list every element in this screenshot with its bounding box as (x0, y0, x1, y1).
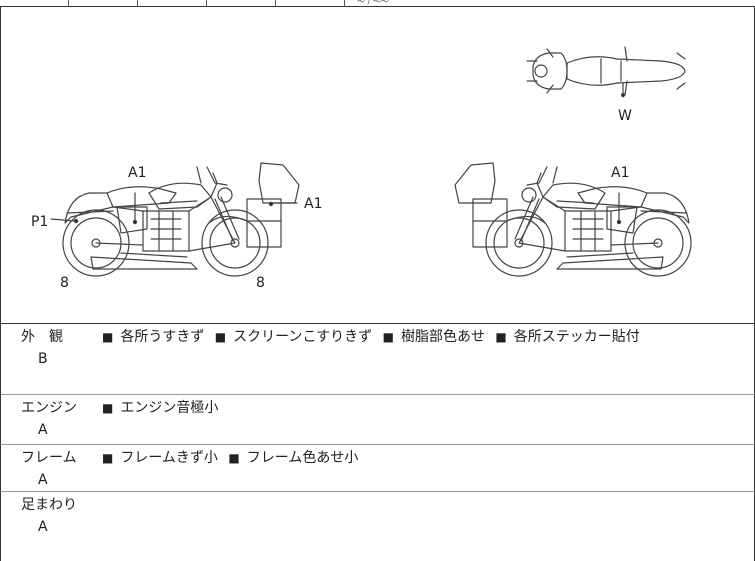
damage-label: P1 (31, 214, 49, 230)
bullet-square-icon: ■ (102, 451, 114, 465)
note-item: エンジン音極小 (120, 400, 219, 416)
note-item: 各所うすきず (120, 329, 205, 345)
damage-label: A1 (611, 165, 630, 181)
tire-label: 8 (256, 275, 265, 291)
section-notes: ■ 各所うすきず ■ スクリーンこすりきず ■ 樹脂部色あせ ■ 各所ステッカー貼付 (102, 328, 646, 346)
section-row-exterior: 外 観 B ■ 各所うすきず ■ スクリーンこすりきず ■ 樹脂部色あせ ■ 各所ステッ… (0, 324, 755, 395)
bullet-square-icon: ■ (102, 401, 114, 415)
damage-label: A1 (128, 165, 147, 181)
section-row-frame: フレーム A ■ フレームきず小 ■ フレーム色あせ小 (0, 445, 755, 492)
section-name: 足まわり (21, 497, 77, 513)
strip-divider (206, 0, 207, 7)
strip-text-fragment: 〜 / 〜〜 (357, 0, 389, 6)
strip-divider (275, 0, 276, 7)
right-side-motorcycle-icon (454, 162, 692, 277)
bullet-square-icon: ■ (214, 330, 227, 344)
motorcycle-diagram-svg (50, 46, 692, 277)
tire-label: 8 (60, 275, 69, 291)
section-grade: B (38, 351, 48, 367)
strip-divider (68, 0, 69, 7)
note-item: 各所ステッカー貼付 (513, 329, 640, 345)
section-notes: ■ フレームきず小 ■ フレーム色あせ小 (102, 449, 364, 467)
section-row-suspension: 足まわり A (0, 492, 755, 561)
strip-divider (137, 0, 138, 7)
section-grade: A (38, 519, 48, 535)
section-name: エンジン (21, 400, 77, 416)
left-side-motorcycle-icon (50, 162, 300, 277)
section-name: フレーム (21, 450, 77, 466)
bullet-square-icon: ■ (102, 330, 114, 344)
bullet-square-icon: ■ (495, 330, 507, 344)
damage-diagram: A1 A1 P1 8 8 A1 W (0, 7, 755, 324)
section-grade: A (38, 422, 48, 438)
strip-divider (344, 0, 345, 7)
section-row-engine: エンジン A ■ エンジン音極小 (0, 395, 755, 445)
section-grade: A (38, 472, 48, 488)
top-table-strip: 〜 / 〜〜 (0, 0, 755, 7)
note-item: スクリーンこすりきず (233, 329, 373, 345)
top-view-motorcycle-icon (526, 46, 686, 98)
damage-label: W (618, 108, 632, 124)
note-item: フレーム色あせ小 (246, 450, 359, 466)
note-item: 樹脂部色あせ (400, 329, 485, 345)
section-name: 外 観 (21, 329, 63, 345)
bullet-square-icon: ■ (228, 451, 240, 465)
section-notes: ■ エンジン音極小 (102, 399, 224, 417)
damage-label: A1 (304, 196, 323, 212)
note-item: フレームきず小 (120, 450, 218, 466)
bullet-square-icon: ■ (382, 330, 394, 344)
